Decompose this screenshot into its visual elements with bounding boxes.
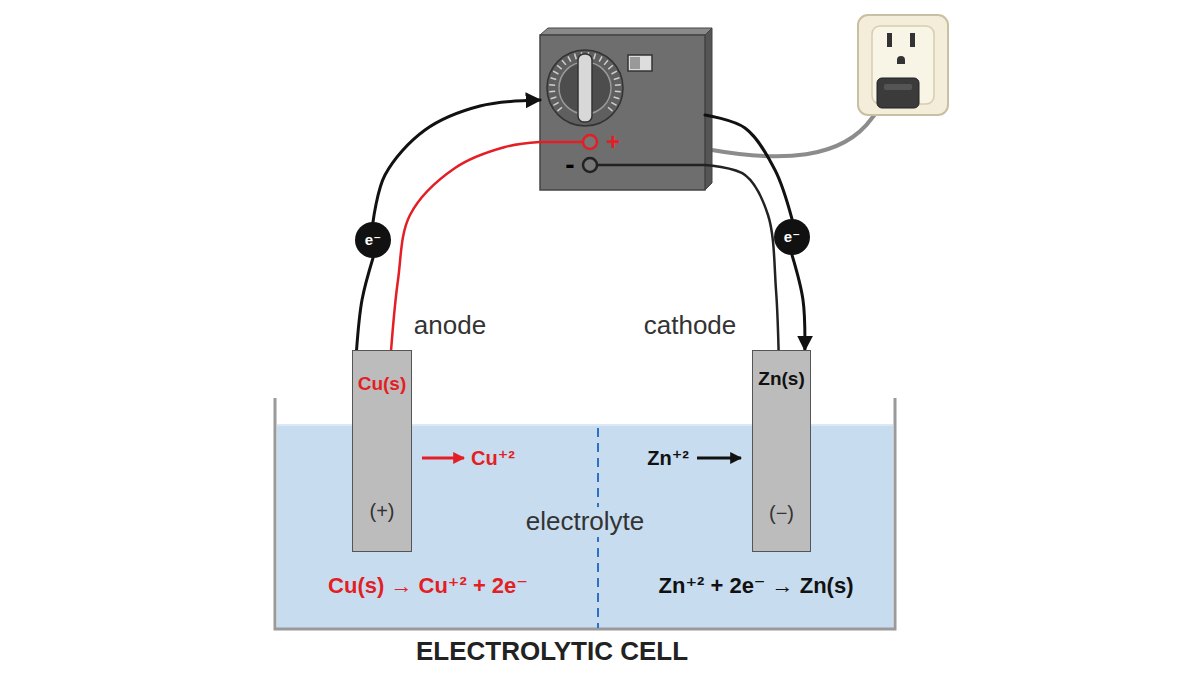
electrode-role: anode	[411, 311, 489, 341]
anode-electrode: Cu(s) (+)	[352, 350, 413, 552]
electron-symbol: e⁻	[784, 228, 800, 245]
electron-flow-arrow	[373, 100, 540, 222]
terminal-sign: -	[565, 149, 574, 181]
ion-arrow	[422, 457, 464, 460]
dial-knob	[578, 54, 592, 122]
dial-tick	[594, 54, 596, 60]
dial-tick	[575, 54, 577, 60]
electron-flow-arrow	[357, 258, 373, 350]
dial-tick	[608, 107, 613, 111]
ion-arrow	[697, 457, 741, 460]
dial-tick	[614, 78, 620, 80]
ion-label: Zn⁺²	[644, 447, 692, 470]
electrode-metal: Zn(s)	[758, 368, 804, 390]
electron-flow-arrow	[792, 255, 805, 350]
power-supply-top	[540, 28, 712, 35]
dial-tick	[568, 56, 571, 61]
dial-tick	[612, 71, 617, 74]
dial-tick	[604, 60, 608, 65]
electrode-role: cathode	[641, 311, 740, 341]
electrode-sign: (+)	[370, 500, 395, 523]
negative-terminal	[583, 158, 597, 172]
dial-tick	[599, 56, 602, 61]
electrode-metal: Cu(s)	[358, 373, 407, 395]
dial-tick	[549, 84, 555, 86]
dial-ring	[547, 50, 623, 126]
socket-ground	[897, 56, 905, 64]
plug-detail	[884, 84, 912, 90]
electron-symbol: e⁻	[365, 231, 381, 248]
power-cord	[712, 104, 884, 156]
half-reaction: Zn⁺² + 2e⁻ → Zn(s)	[656, 573, 857, 598]
wire-stub	[597, 164, 705, 167]
terminal-sign: +	[606, 128, 620, 156]
dial-tick	[551, 97, 557, 99]
dial-tick	[614, 97, 620, 99]
switch-toggle	[630, 57, 640, 69]
dial-tick	[562, 60, 566, 65]
power-switch	[628, 55, 652, 71]
dial-tick	[557, 107, 562, 111]
dial-tick	[557, 65, 562, 69]
socket-slot	[887, 33, 892, 47]
dial-tick	[615, 84, 621, 86]
electrolyte-label: electrolyte	[523, 507, 648, 537]
power-supply-body	[540, 35, 705, 190]
dial-tick	[553, 102, 558, 105]
dial-tick	[611, 102, 616, 105]
dial-tick	[550, 78, 556, 80]
electron-badge: e⁻	[774, 219, 810, 255]
half-reaction: Cu(s) → Cu⁺² + 2e⁻	[325, 573, 531, 598]
wall-outlet	[858, 15, 948, 115]
socket-slot	[910, 33, 915, 47]
wire-stub	[540, 141, 583, 144]
plug	[877, 78, 919, 108]
ion-label: Cu⁺²	[468, 447, 518, 470]
cathode-electrode: Zn(s) (−)	[752, 350, 810, 552]
dial-tick	[549, 90, 555, 92]
wire	[391, 142, 540, 350]
diagram-caption: ELECTROLYTIC CELL	[413, 637, 691, 667]
dial-tick	[608, 65, 613, 69]
dial-tick	[553, 71, 558, 74]
dial-tick	[615, 90, 621, 92]
power-supply: +-	[540, 35, 705, 190]
electron-badge: e⁻	[355, 222, 391, 258]
electron-flow-arrow	[705, 115, 792, 219]
positive-terminal	[583, 135, 597, 149]
electrode-sign: (−)	[769, 502, 794, 525]
